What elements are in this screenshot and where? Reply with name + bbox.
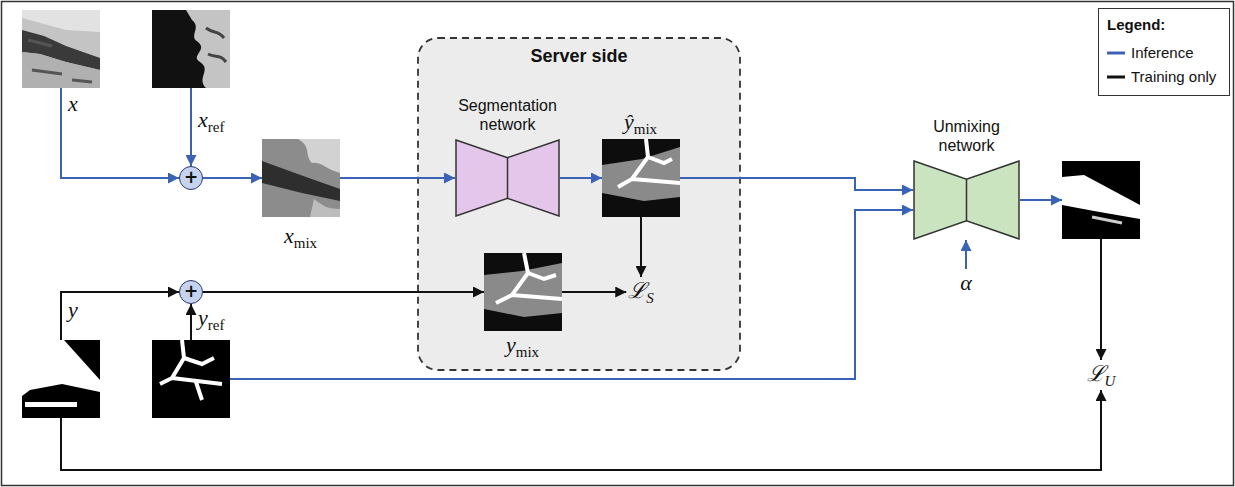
image-patch (484, 253, 562, 331)
inference-arrow (965, 240, 967, 269)
image-patch (602, 139, 680, 217)
variable-label: ℒS (628, 279, 654, 305)
variable-label: y (68, 298, 78, 322)
label-mask: y (22, 340, 100, 418)
variable-subscript: mix (294, 235, 317, 251)
reference-image: xref (152, 10, 230, 88)
image-patch (22, 340, 100, 418)
loss-label: ℒS (626, 277, 656, 307)
region-title: Server side (418, 45, 740, 67)
legend-text: Inference (1131, 43, 1194, 63)
predicted-mask: ŷmix (602, 139, 680, 217)
image-patch (1062, 161, 1140, 239)
variable-label: xref (198, 108, 224, 134)
unmixing-network: Unmixing network (913, 160, 1020, 240)
variable-symbol: ℒ (628, 278, 646, 303)
variable-label: xmix (284, 224, 317, 250)
legend-title: Legend: (1107, 16, 1229, 34)
training-arrow (190, 304, 192, 340)
server-region-outline (418, 38, 740, 370)
add-circle: + (179, 280, 203, 304)
inference-arrow (340, 177, 455, 179)
image-patch (22, 10, 100, 88)
network-label: Unmixing network (912, 117, 1022, 155)
variable-label: α (960, 271, 972, 295)
legend-line-sample (1107, 47, 1125, 59)
legend-text: Training only (1131, 67, 1216, 87)
variable-subscript: U (1105, 373, 1116, 389)
plus-sign: + (184, 281, 198, 301)
variable-symbol: y (506, 332, 516, 357)
inference-arrow (230, 210, 913, 379)
inference-arrow (190, 88, 192, 166)
network-shape (913, 160, 1020, 240)
loss-label: ℒU (1085, 360, 1118, 390)
legend-box: Legend: InferenceTraining only (1098, 8, 1230, 96)
image-patch (152, 340, 230, 418)
variable-label: yref (198, 306, 224, 332)
inference-arrow (61, 88, 179, 178)
image-patch (262, 139, 340, 217)
variable-subscript: mix (634, 121, 657, 137)
training-arrow (562, 291, 626, 293)
reference-mask: yref (152, 340, 230, 418)
legend-line-sample (1107, 71, 1125, 83)
inference-arrow (560, 177, 602, 179)
variable-subscript: ref (208, 119, 225, 135)
inference-arrow (680, 178, 913, 190)
alpha-label: α (958, 269, 974, 297)
variable-subscript: mix (516, 344, 539, 360)
network-label: Segmentation network (448, 96, 568, 134)
variable-symbol: ŷ (624, 109, 634, 134)
output-mask (1062, 161, 1140, 239)
variable-label: ymix (506, 333, 539, 359)
variable-symbol: x (198, 107, 208, 132)
variable-symbol: y (198, 305, 208, 330)
training-arrow (1100, 239, 1102, 360)
variable-subscript: ref (208, 317, 225, 333)
mixed-image: xmix (262, 139, 340, 217)
server-region: Server sideSegmentation networkŷmixymixℒ… (418, 38, 740, 370)
variable-symbol: x (68, 91, 78, 116)
network-shape (455, 139, 560, 217)
training-arrow (203, 291, 484, 293)
add-circle: + (179, 166, 203, 190)
variable-symbol: y (68, 297, 78, 322)
training-arrow (640, 217, 642, 277)
variable-symbol: x (284, 223, 294, 248)
variable-label: ℒU (1087, 362, 1116, 388)
mixed-mask: ymix (484, 253, 562, 331)
variable-label: x (68, 92, 78, 116)
image-patch (152, 10, 230, 88)
variable-label: ŷmix (624, 110, 657, 136)
inference-arrow (1020, 199, 1062, 201)
input-image: x (22, 10, 100, 88)
variable-symbol: α (960, 270, 972, 295)
variable-symbol: ℒ (1087, 361, 1105, 386)
variable-subscript: S (646, 290, 654, 306)
training-arrow (61, 292, 179, 340)
plus-sign: + (184, 167, 198, 187)
segmentation-network: Segmentation network (455, 139, 560, 217)
inference-arrow (203, 177, 262, 179)
